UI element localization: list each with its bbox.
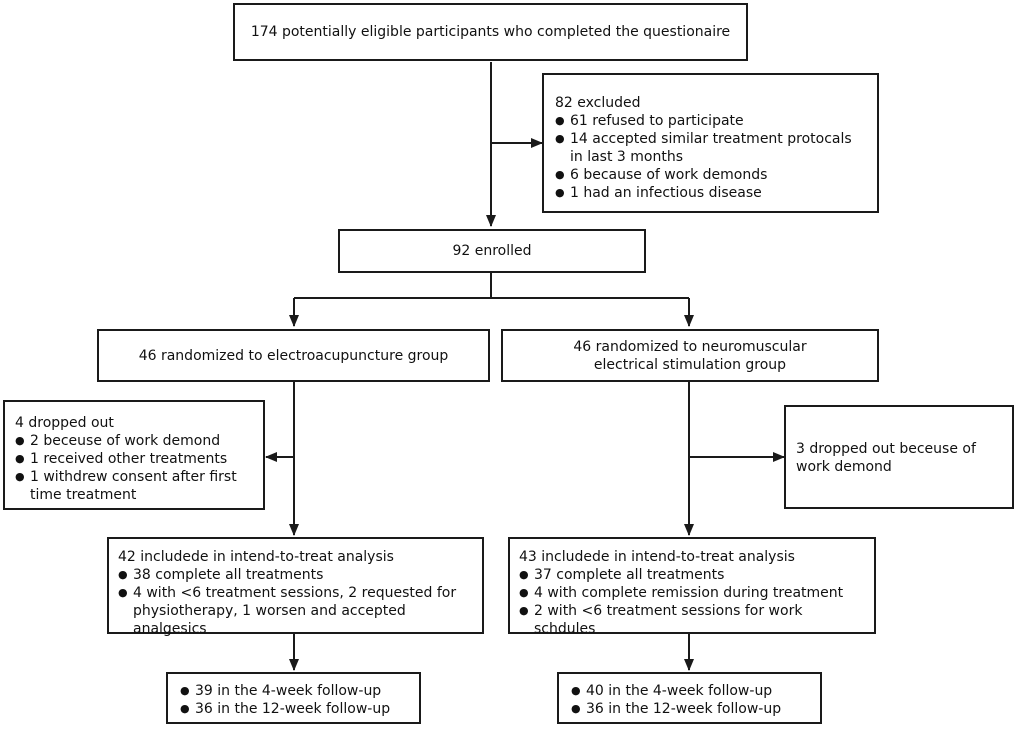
followup-ea-box: 39 in the 4-week follow-up 36 in the 12-… — [166, 672, 421, 724]
list-item: 14 accepted similar treatment protocals … — [555, 130, 867, 166]
itt-nmes-box: 43 includede in intend-to-treat analysis… — [508, 537, 876, 637]
list-item: 2 with <6 treatment sessions for work sc… — [519, 602, 864, 638]
itt-nmes-list: 37 complete all treatments 4 with comple… — [519, 566, 864, 638]
screening-box: 174 potentially eligible participants wh… — [233, 3, 748, 61]
itt-nmes-title: 43 includede in intend-to-treat analysis — [519, 549, 795, 565]
list-item: 1 withdrew consent after first time trea… — [15, 468, 253, 504]
list-item: 61 refused to participate — [555, 112, 867, 130]
list-item: 40 in the 4-week follow-up — [571, 682, 810, 700]
list-item: 38 complete all treatments — [118, 566, 472, 584]
list-item: 4 with <6 treatment sessions, 2 requeste… — [118, 584, 472, 638]
followup-nmes-box: 40 in the 4-week follow-up 36 in the 12-… — [557, 672, 822, 724]
list-item: 37 complete all treatments — [519, 566, 864, 584]
list-item: 6 because of work demonds — [555, 166, 867, 184]
excluded-list: 61 refused to participate 14 accepted si… — [555, 112, 867, 202]
list-item: 1 received other treatments — [15, 450, 253, 468]
list-item: 39 in the 4-week follow-up — [180, 682, 409, 700]
group-nmes-box: 46 randomized to neuromuscular electrica… — [501, 329, 879, 382]
group-nmes-text: 46 randomized to neuromuscular electrica… — [573, 338, 807, 373]
followup-ea-list: 39 in the 4-week follow-up 36 in the 12-… — [180, 682, 409, 718]
excluded-box: 82 excluded 61 refused to participate 14… — [542, 73, 879, 213]
enrolled-text: 92 enrolled — [452, 243, 532, 259]
dropout-nmes-box: 3 dropped out beceuse of work demond — [784, 405, 1014, 509]
list-item: 4 with complete remission during treatme… — [519, 584, 864, 602]
list-item: 2 beceuse of work demond — [15, 432, 253, 450]
excluded-title: 82 excluded — [555, 95, 641, 111]
enrolled-box: 92 enrolled — [338, 229, 646, 273]
list-item: 36 in the 12-week follow-up — [571, 700, 810, 718]
group-ea-box: 46 randomized to electroacupuncture grou… — [97, 329, 490, 382]
list-item: 36 in the 12-week follow-up — [180, 700, 409, 718]
dropout-ea-list: 2 beceuse of work demond 1 received othe… — [15, 432, 253, 504]
itt-ea-list: 38 complete all treatments 4 with <6 tre… — [118, 566, 472, 638]
itt-ea-title: 42 includede in intend-to-treat analysis — [118, 549, 394, 565]
list-item: 1 had an infectious disease — [555, 184, 867, 202]
screening-text: 174 potentially eligible participants wh… — [250, 24, 731, 40]
dropout-nmes-text: 3 dropped out beceuse of work demond — [796, 441, 976, 475]
dropout-ea-title: 4 dropped out — [15, 415, 114, 431]
group-ea-text: 46 randomized to electroacupuncture grou… — [138, 347, 449, 364]
followup-nmes-list: 40 in the 4-week follow-up 36 in the 12-… — [571, 682, 810, 718]
itt-ea-box: 42 includede in intend-to-treat analysis… — [107, 537, 484, 637]
dropout-ea-box: 4 dropped out 2 beceuse of work demond 1… — [3, 400, 265, 510]
